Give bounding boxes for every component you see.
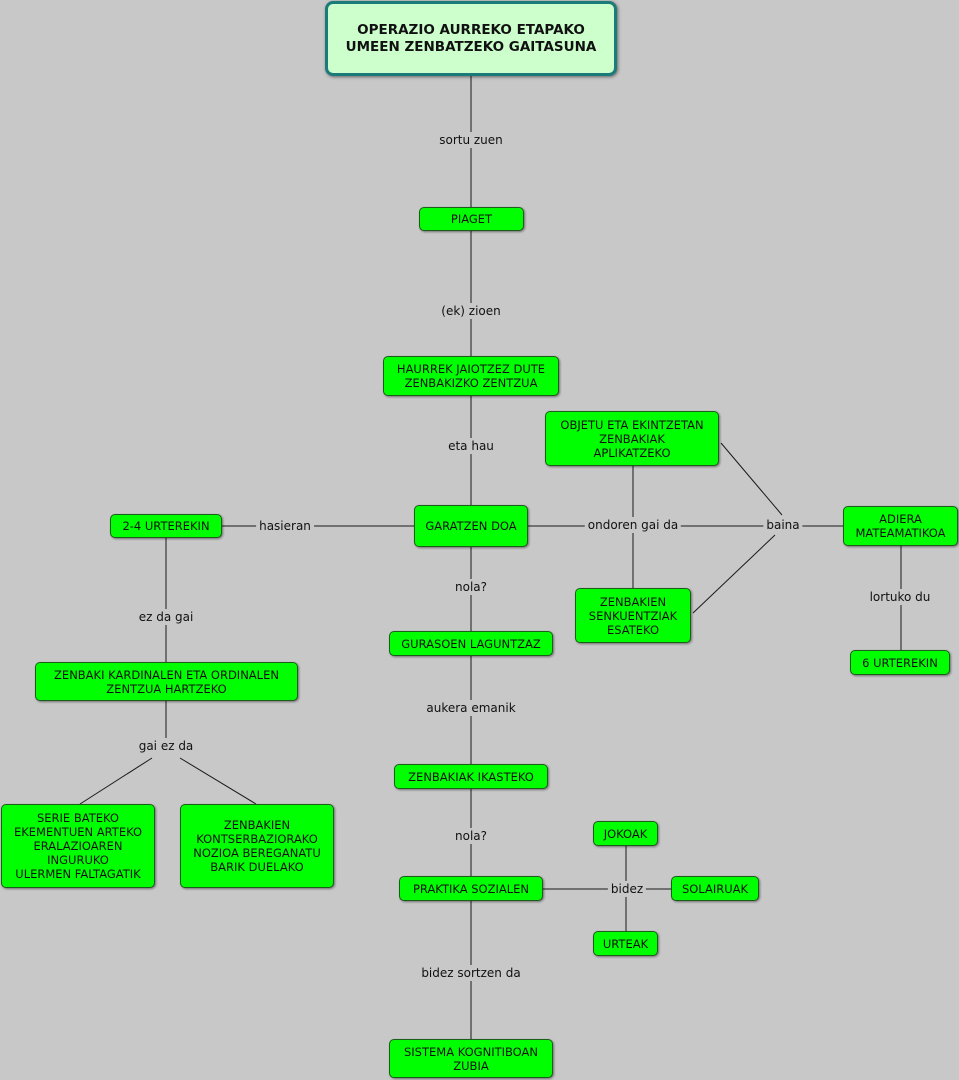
- link-label-ezdagai: ez da gai: [135, 609, 197, 625]
- node-kontserb[interactable]: ZENBAKIEN KONTSERBAZIORAKO NOZIOA BEREGA…: [180, 804, 334, 888]
- node-solairuak[interactable]: SOLAIRUAK: [671, 876, 759, 901]
- node-gurasoen[interactable]: GURASOEN LAGUNTZAZ: [389, 631, 553, 656]
- node-serie[interactable]: SERIE BATEKO EKEMENTUEN ARTEKO ERALAZIOA…: [1, 804, 155, 888]
- node-objetu[interactable]: OBJETU ETA EKINTZETAN ZENBAKIAK APLIKATZ…: [545, 411, 719, 466]
- link-label-nola-2: nola?: [451, 828, 491, 844]
- link-label-baina: baina: [763, 517, 803, 533]
- line-senkuentz-baina: [692, 534, 776, 614]
- node-urte24[interactable]: 2-4 URTEREKIN: [110, 514, 222, 538]
- node-senkuentz[interactable]: ZENBAKIEN SENKUENTZIAK ESATEKO: [575, 588, 691, 643]
- node-jokoak[interactable]: JOKOAK: [593, 821, 658, 846]
- node-adiera[interactable]: ADIERA MATEAMATIKOA: [843, 506, 958, 546]
- node-piaget[interactable]: PIAGET: [419, 207, 524, 231]
- link-label-gaiezda: gai ez da: [135, 738, 197, 754]
- node-praktika[interactable]: PRAKTIKA SOZIALEN: [399, 876, 543, 901]
- line-gaiezda-serie: [79, 757, 153, 805]
- link-label-hasieran: hasieran: [256, 518, 314, 534]
- link-label-ek: (ek) zioen: [438, 303, 504, 319]
- link-label-aukera: aukera emanik: [423, 700, 519, 716]
- link-label-sortu: sortu zuen: [436, 132, 506, 148]
- line-objetu-baina: [720, 442, 783, 516]
- link-label-bidez: bidez: [607, 881, 647, 897]
- node-kardinal[interactable]: ZENBAKI KARDINALEN ETA ORDINALEN ZENTZUA…: [35, 662, 298, 701]
- node-ikasteko[interactable]: ZENBAKIAK IKASTEKO: [394, 764, 548, 789]
- node-garatzen[interactable]: GARATZEN DOA: [414, 505, 528, 547]
- link-label-ondoren: ondoren gai da: [584, 517, 682, 533]
- link-label-lortuko: lortuko du: [866, 589, 934, 605]
- node-urte6[interactable]: 6 URTEREKIN: [850, 650, 950, 675]
- node-sistema[interactable]: SISTEMA KOGNITIBOAN ZUBIA: [389, 1039, 553, 1078]
- node-haurrek[interactable]: HAURREK JAIOTZEZ DUTE ZENBAKIZKO ZENTZUA: [383, 356, 559, 396]
- node-urteak[interactable]: URTEAK: [593, 931, 658, 956]
- link-label-eta: eta hau: [445, 438, 497, 454]
- line-gaiezda-kontserb: [179, 757, 257, 805]
- link-label-bidez-sortzen: bidez sortzen da: [418, 965, 524, 981]
- link-label-nola-1: nola?: [451, 579, 491, 595]
- node-root-title[interactable]: OPERAZIO AURREKO ETAPAKO UMEEN ZENBATZEK…: [325, 1, 617, 76]
